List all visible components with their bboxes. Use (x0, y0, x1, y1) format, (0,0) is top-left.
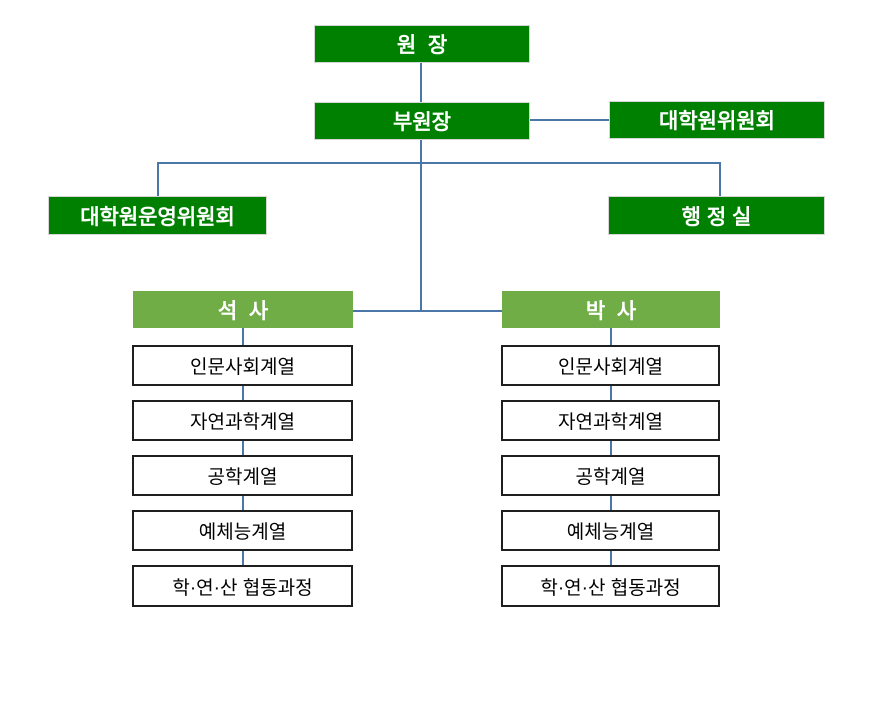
operating-committee-box: 대학원운영위원회 (48, 196, 267, 235)
director-label: 원 장 (396, 34, 448, 57)
admin-office-label: 행 정 실 (681, 205, 752, 229)
connector-masters-doctoral (353, 310, 502, 312)
masters-header-label: 석 사 (217, 299, 269, 323)
masters-item-label: 인문사회계열 (190, 357, 295, 378)
doctoral-item-natural-sciences: 자연과학계열 (501, 400, 720, 441)
connector-drop-admin (719, 162, 721, 196)
doctoral-item-label: 공학계열 (575, 467, 646, 488)
grad-committee-box: 대학원위원회 (609, 101, 825, 139)
masters-item-natural-sciences: 자연과학계열 (132, 400, 353, 441)
masters-item-label: 자연과학계열 (190, 412, 295, 433)
grad-committee-label: 대학원위원회 (659, 110, 775, 133)
doctoral-item-cooperative-program: 학·연·산 협동과정 (501, 565, 720, 607)
doctoral-item-humanities: 인문사회계열 (501, 345, 720, 386)
connector-director-vice (420, 63, 422, 102)
masters-item-humanities: 인문사회계열 (132, 345, 353, 386)
vice-director-box: 부원장 (314, 102, 530, 140)
doctoral-item-label: 인문사회계열 (558, 357, 663, 378)
masters-item-arts-physical: 예체능계열 (132, 510, 353, 551)
masters-header-box: 석 사 (133, 291, 353, 328)
director-box: 원 장 (314, 25, 530, 63)
vice-director-label: 부원장 (393, 111, 451, 134)
masters-item-engineering: 공학계열 (132, 455, 353, 496)
masters-item-label: 공학계열 (207, 467, 278, 488)
connector-center-drop (420, 140, 422, 312)
doctoral-item-label: 예체능계열 (566, 522, 655, 543)
doctoral-item-label: 자연과학계열 (558, 412, 663, 433)
operating-committee-label: 대학원운영위원회 (80, 205, 235, 229)
connector-drop-operating (157, 162, 159, 196)
connector-level2-horizontal (157, 162, 721, 164)
doctoral-item-label: 학·연·산 협동과정 (540, 577, 681, 599)
masters-item-cooperative-program: 학·연·산 협동과정 (132, 565, 353, 607)
doctoral-header-label: 박 사 (585, 299, 637, 323)
connector-doctoral-spine (610, 328, 612, 566)
connector-masters-spine (242, 328, 244, 566)
masters-item-label: 학·연·산 협동과정 (172, 577, 313, 599)
masters-item-label: 예체능계열 (198, 522, 287, 543)
doctoral-item-arts-physical: 예체능계열 (501, 510, 720, 551)
admin-office-box: 행 정 실 (608, 196, 825, 235)
doctoral-item-engineering: 공학계열 (501, 455, 720, 496)
connector-vice-committee (530, 119, 609, 121)
doctoral-header-box: 박 사 (502, 291, 720, 328)
